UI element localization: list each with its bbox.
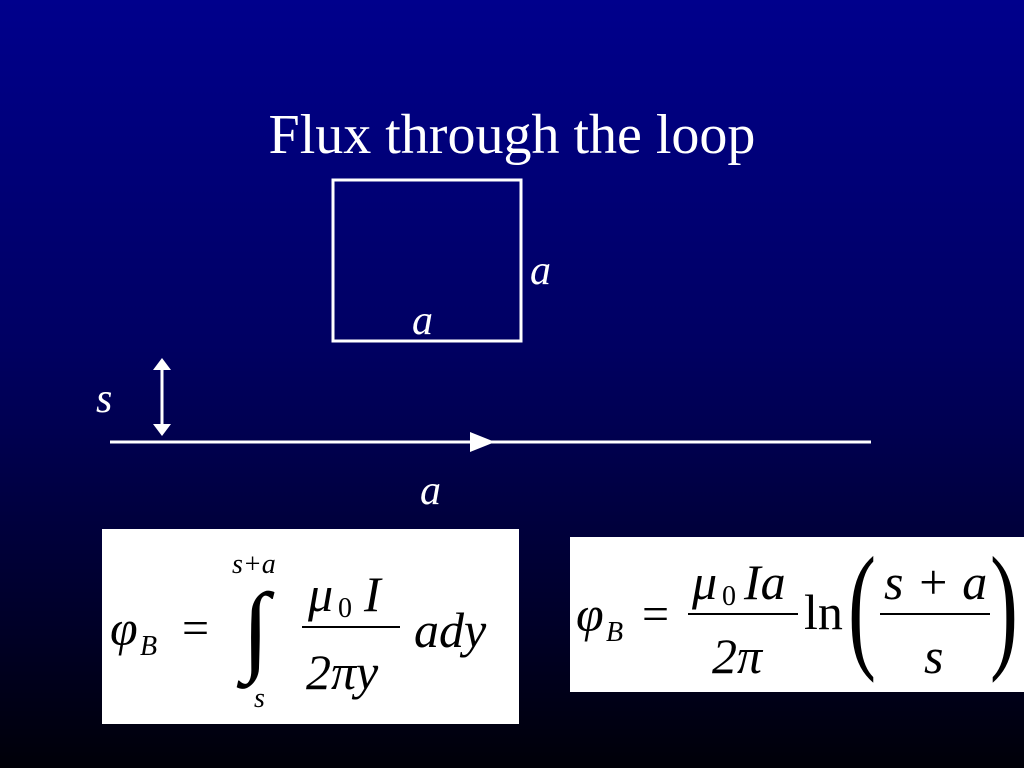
flux-result-equation: φ B = μ 0 Ia 2π ln ( s + a s ) [570,537,1024,692]
eq2-equals: = [642,588,670,641]
eq2-right-paren: ) [990,529,1018,684]
distance-arrow-up-head [153,358,171,370]
eq2-inner-fraction-bar [880,613,990,615]
eq2-inner-denominator: s [924,628,944,684]
square-loop [331,178,523,343]
eq2-left-paren: ( [848,529,876,684]
eq1-lower-limit: s [254,683,265,714]
flux-integral-equation: φ B = s+a ∫ s μ 0 I 2πy ady [102,529,519,724]
eq1-denominator: 2πy [306,644,379,700]
eq2-inner-numerator: s + a [884,554,988,610]
loop-bottom-label: a [412,298,433,344]
eq2-phi: φ [576,586,604,642]
eq1-integrand-tail: ady [414,602,487,658]
eq1-integral-sign: ∫ [242,573,270,684]
eq1-phi-subscript: B [140,631,158,662]
eq2-phi-subscript: B [606,617,624,648]
eq1-fraction-bar [302,626,400,628]
eq1-equals: = [182,602,210,655]
eq2-denominator: 2π [712,628,763,684]
current-arrow-head [470,432,495,452]
distance-label: s [96,376,113,422]
eq2-current-side: Ia [744,554,786,610]
eq1-mu: μ [308,566,334,622]
eq1-phi: φ [110,600,138,656]
wire-label: a [420,468,441,514]
eq2-ln: ln [804,584,843,640]
eq1-mu-subscript: 0 [338,593,352,624]
eq2-mu-subscript: 0 [722,581,736,612]
eq1-upper-limit: s+a [232,549,276,580]
eq2-mu: μ [692,554,718,610]
distance-arrow-down-head [153,424,171,436]
eq2-fraction-bar [688,613,798,615]
loop-side-label: a [530,248,551,294]
slide-title: Flux through the loop [268,104,756,166]
eq1-current: I [364,566,381,622]
